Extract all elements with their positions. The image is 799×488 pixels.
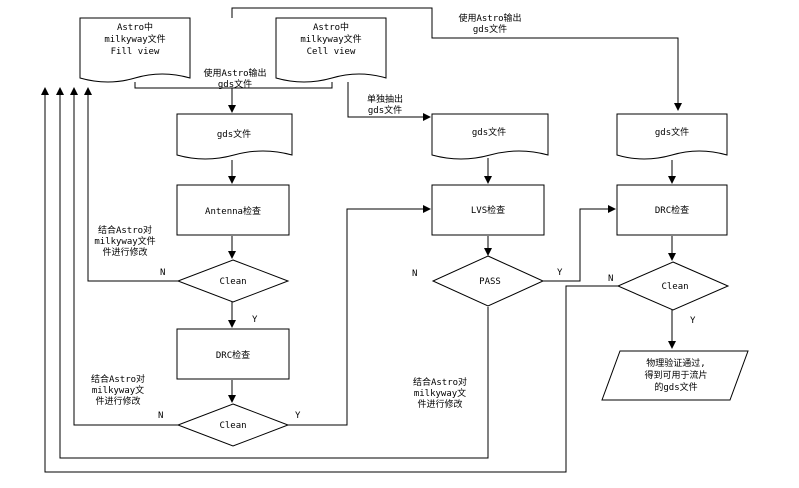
label-fix-mid-1: 结合Astro对 (413, 376, 467, 388)
decision-pass-label: PASS (479, 277, 501, 287)
output-line3: 的gds文件 (654, 381, 697, 393)
label-astro-out-mid-1: 使用Astro输出 (203, 67, 266, 79)
label-extract-1: 单独抽出 (367, 93, 403, 105)
doc-fill-view-line2: milkyway文件 (104, 33, 165, 45)
doc-gds-left[interactable]: gds文件 (176, 113, 293, 160)
process-antenna-check[interactable]: Antenna检查 (176, 184, 290, 236)
doc-cell-view-line1: Astro中 (313, 21, 349, 33)
label-astro-out-mid-2: gds文件 (218, 78, 252, 90)
branch-n-pass: N (412, 269, 417, 279)
output-line1: 物理验证通过, (646, 357, 705, 369)
process-drc-right-label: DRC检查 (655, 204, 689, 216)
connectors (41, 7, 682, 473)
output-line2: 得到可用于流片 (644, 369, 707, 381)
doc-gds-mid-label: gds文件 (472, 126, 506, 138)
doc-fill-view-line3: Fill view (111, 47, 160, 57)
doc-fill-view-line1: Astro中 (117, 21, 153, 33)
doc-cell-view[interactable]: Astro中 milkyway文件 Cell view (275, 17, 387, 83)
branch-y-3: Y (690, 316, 696, 326)
process-lvs-check[interactable]: LVS检查 (431, 184, 545, 236)
process-lvs-label: LVS检查 (471, 204, 505, 216)
decision-clean-2[interactable]: Clean (176, 403, 290, 447)
label-fix-mid-2: milkyway文 (414, 387, 466, 399)
decision-pass[interactable]: PASS (431, 255, 545, 307)
label-astro-out-top-2: gds文件 (473, 23, 507, 35)
label-extract-2: gds文件 (368, 104, 402, 116)
label-fix-mid-3: 件进行修改 (417, 398, 462, 410)
doc-gds-right[interactable]: gds文件 (616, 113, 728, 160)
branch-n-1: N (160, 268, 165, 278)
annotations: 使用Astro输出 gds文件 使用Astro输出 gds文件 单独抽出 gds… (91, 12, 696, 421)
doc-gds-mid[interactable]: gds文件 (431, 113, 549, 160)
label-astro-out-top-1: 使用Astro输出 (458, 12, 521, 24)
decision-clean-3[interactable]: Clean (616, 261, 730, 311)
decision-clean-2-label: Clean (219, 421, 246, 431)
decision-clean-1[interactable]: Clean (176, 259, 290, 303)
label-fix-lower-3: 件进行修改 (95, 395, 140, 407)
output-final-gds[interactable]: 物理验证通过, 得到可用于流片 的gds文件 (601, 350, 749, 401)
branch-y-pass: Y (557, 268, 563, 278)
label-fix-upper-2: milkyway文件 (94, 235, 155, 247)
doc-gds-left-label: gds文件 (217, 128, 251, 140)
branch-n-2: N (158, 411, 163, 421)
doc-cell-view-line3: Cell view (307, 47, 356, 57)
label-fix-lower-1: 结合Astro对 (91, 373, 145, 385)
process-drc-left-label: DRC检查 (216, 349, 250, 361)
process-drc-right[interactable]: DRC检查 (616, 184, 728, 236)
label-fix-upper-1: 结合Astro对 (98, 224, 152, 236)
doc-fill-view[interactable]: Astro中 milkyway文件 Fill view (79, 17, 191, 83)
label-fix-lower-2: milkyway文 (92, 384, 144, 396)
doc-cell-view-line2: milkyway文件 (300, 33, 361, 45)
branch-y-1: Y (252, 315, 258, 325)
process-antenna-label: Antenna检查 (205, 205, 261, 217)
branch-y-2: Y (295, 411, 301, 421)
branch-n-3: N (608, 274, 613, 284)
doc-gds-right-label: gds文件 (655, 126, 689, 138)
process-drc-left[interactable]: DRC检查 (176, 328, 290, 380)
label-fix-upper-3: 件进行修改 (102, 246, 147, 258)
decision-clean-3-label: Clean (661, 282, 688, 292)
decision-clean-1-label: Clean (219, 277, 246, 287)
